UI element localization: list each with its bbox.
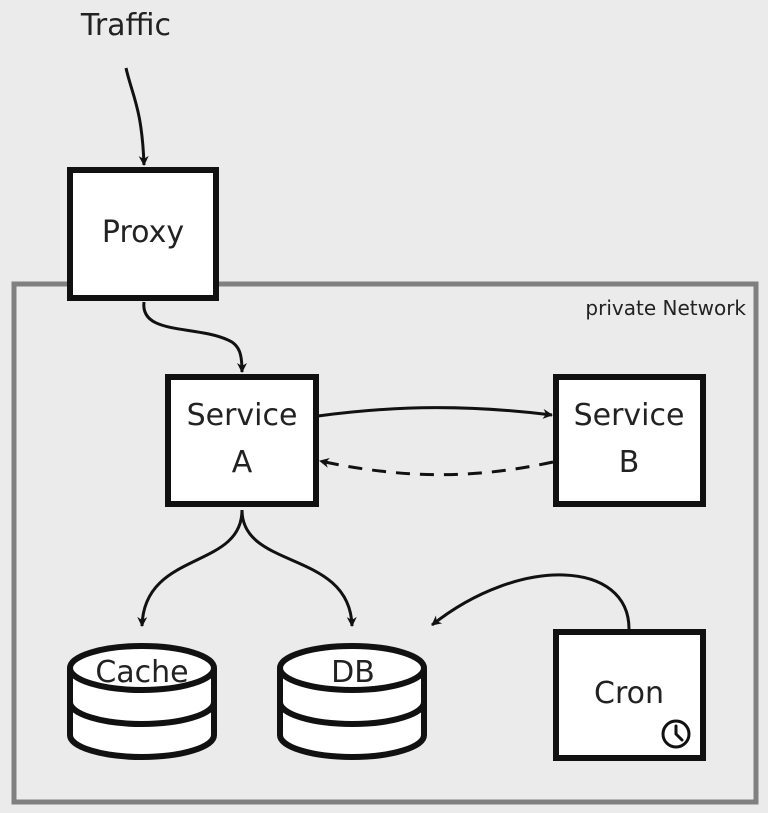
cache-database-icon — [67, 643, 217, 760]
traffic-label: Traffic — [80, 8, 171, 43]
cache-label: Cache — [95, 655, 188, 690]
service-a-label-line2: A — [232, 445, 253, 480]
service-b-node: Service B — [553, 374, 706, 507]
service-a-node: Service A — [165, 374, 319, 507]
cron-node: Cron — [553, 629, 706, 761]
cron-label: Cron — [594, 676, 664, 711]
service-b-to-service-a-dashed-arrow — [319, 457, 554, 477]
service-a-label-line1: Service — [187, 398, 298, 433]
service-b-label-line1: Service — [574, 398, 685, 433]
db-node: DB — [277, 643, 427, 760]
db-database-icon — [277, 643, 427, 760]
proxy-node: Proxy — [67, 167, 219, 301]
service-a-to-cache-arrow — [137, 509, 244, 627]
private-network-label: private Network — [585, 296, 746, 320]
service-a-to-service-b-arrow — [317, 406, 553, 419]
service-b-label-line2: B — [619, 445, 640, 480]
cache-node: Cache — [67, 643, 217, 760]
clock-icon — [661, 719, 691, 749]
proxy-label: Proxy — [102, 215, 184, 250]
db-label: DB — [331, 655, 375, 690]
private-network-boundary — [11, 281, 759, 805]
traffic-to-proxy-arrow — [124, 67, 149, 166]
service-a-to-db-arrow — [240, 509, 357, 627]
proxy-to-service-a-arrow — [142, 301, 247, 373]
cron-to-db-arrow — [431, 573, 631, 631]
